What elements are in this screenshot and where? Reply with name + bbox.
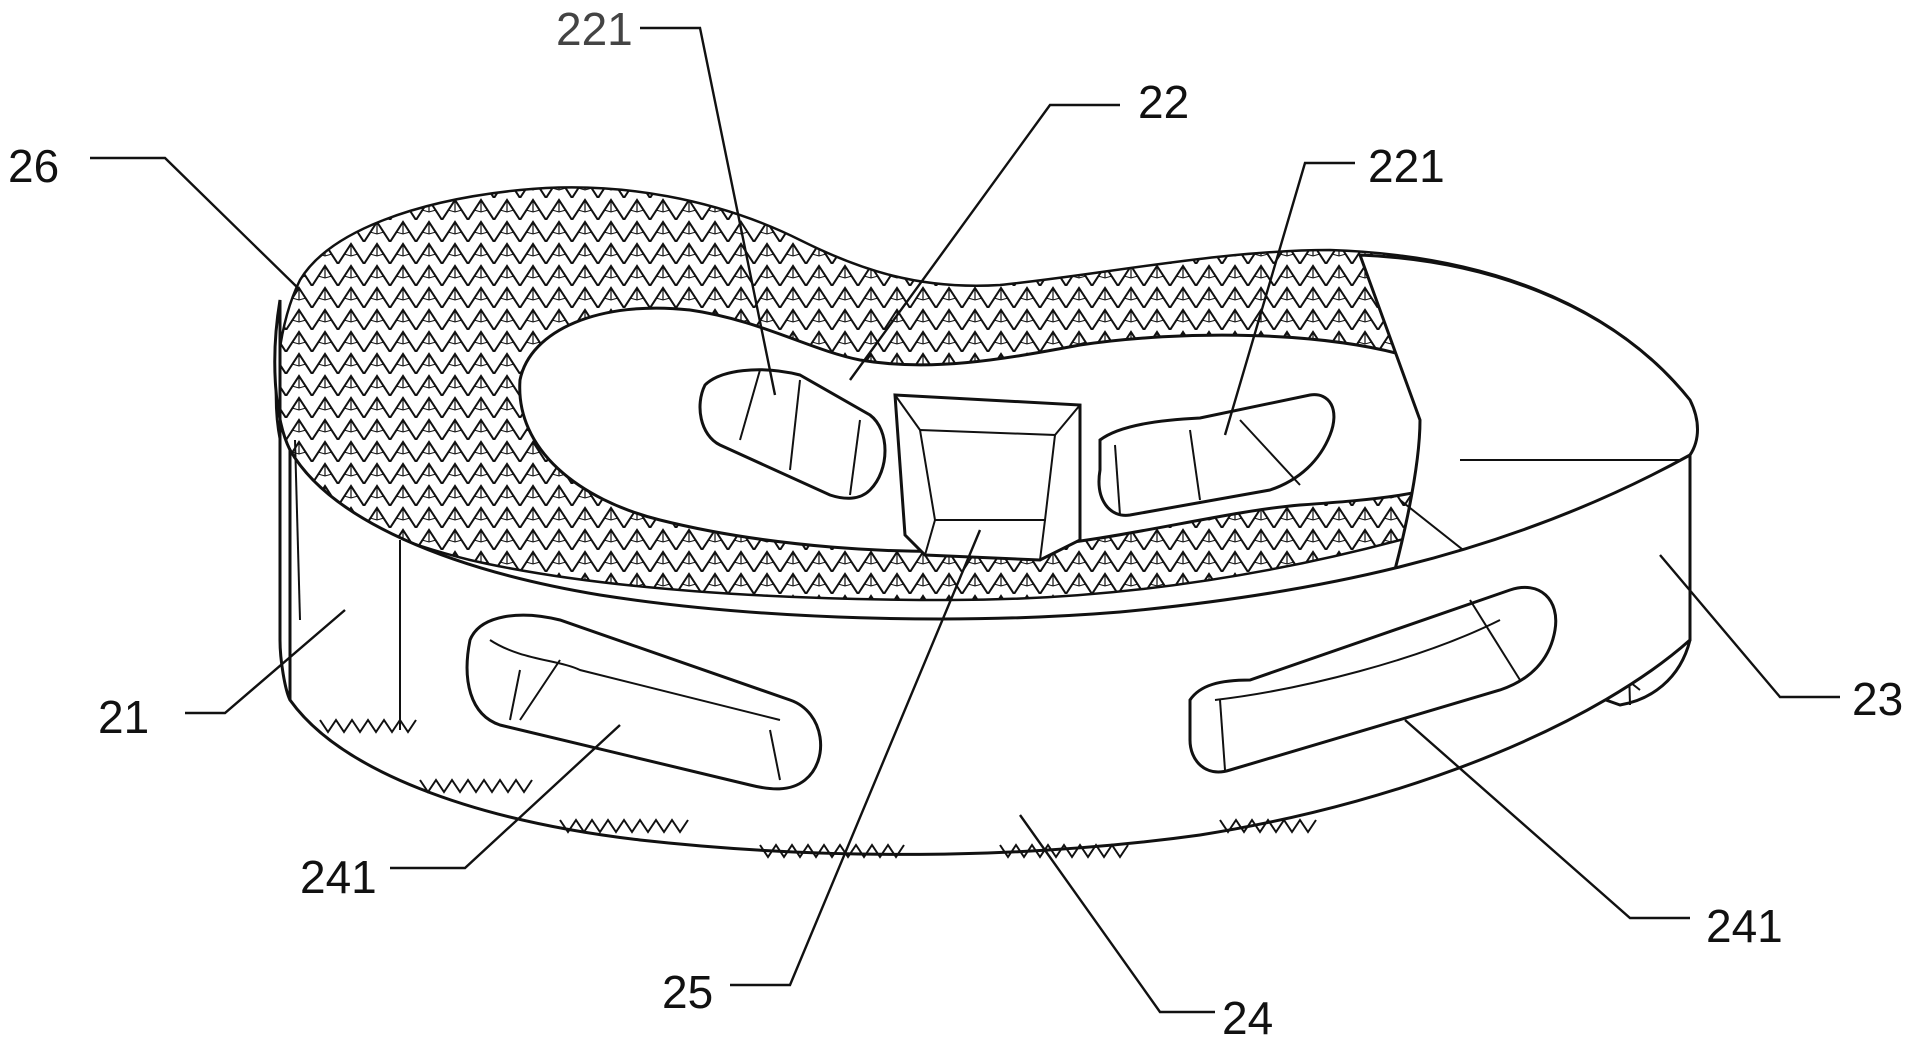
label-26: 26 — [8, 140, 59, 192]
center-post-25 — [893, 393, 1082, 562]
leader-lines — [90, 26, 1840, 1014]
leader-22 — [849, 103, 1120, 381]
leader-25 — [730, 529, 982, 987]
inner-slot-221-right — [1097, 393, 1336, 517]
inner-slot-221-left — [698, 368, 887, 500]
leader-21 — [185, 609, 346, 715]
leader-221-top — [640, 26, 777, 396]
label-25: 25 — [662, 966, 713, 1018]
implant-body — [273, 186, 1699, 859]
leader-23 — [1659, 554, 1840, 699]
leader-26 — [90, 156, 301, 291]
leader-241-right — [1404, 719, 1690, 920]
label-21: 21 — [98, 691, 149, 743]
label-22: 22 — [1138, 76, 1189, 128]
leader-24 — [1019, 814, 1215, 1014]
label-221-right: 221 — [1368, 140, 1445, 192]
bottom-serrations — [319, 718, 1317, 859]
label-241-left: 241 — [300, 851, 377, 903]
side-window-241-left — [465, 613, 822, 791]
label-24: 24 — [1222, 992, 1273, 1044]
reference-labels: 221 22 221 26 21 23 241 241 25 24 — [8, 3, 1903, 1044]
label-221-top: 221 — [556, 3, 633, 55]
leader-241-left — [390, 724, 621, 870]
end-21 — [273, 299, 292, 701]
side-window-241-right — [1188, 585, 1558, 774]
leader-221-right — [1223, 161, 1355, 436]
label-241-right: 241 — [1706, 900, 1783, 952]
label-23: 23 — [1852, 673, 1903, 725]
